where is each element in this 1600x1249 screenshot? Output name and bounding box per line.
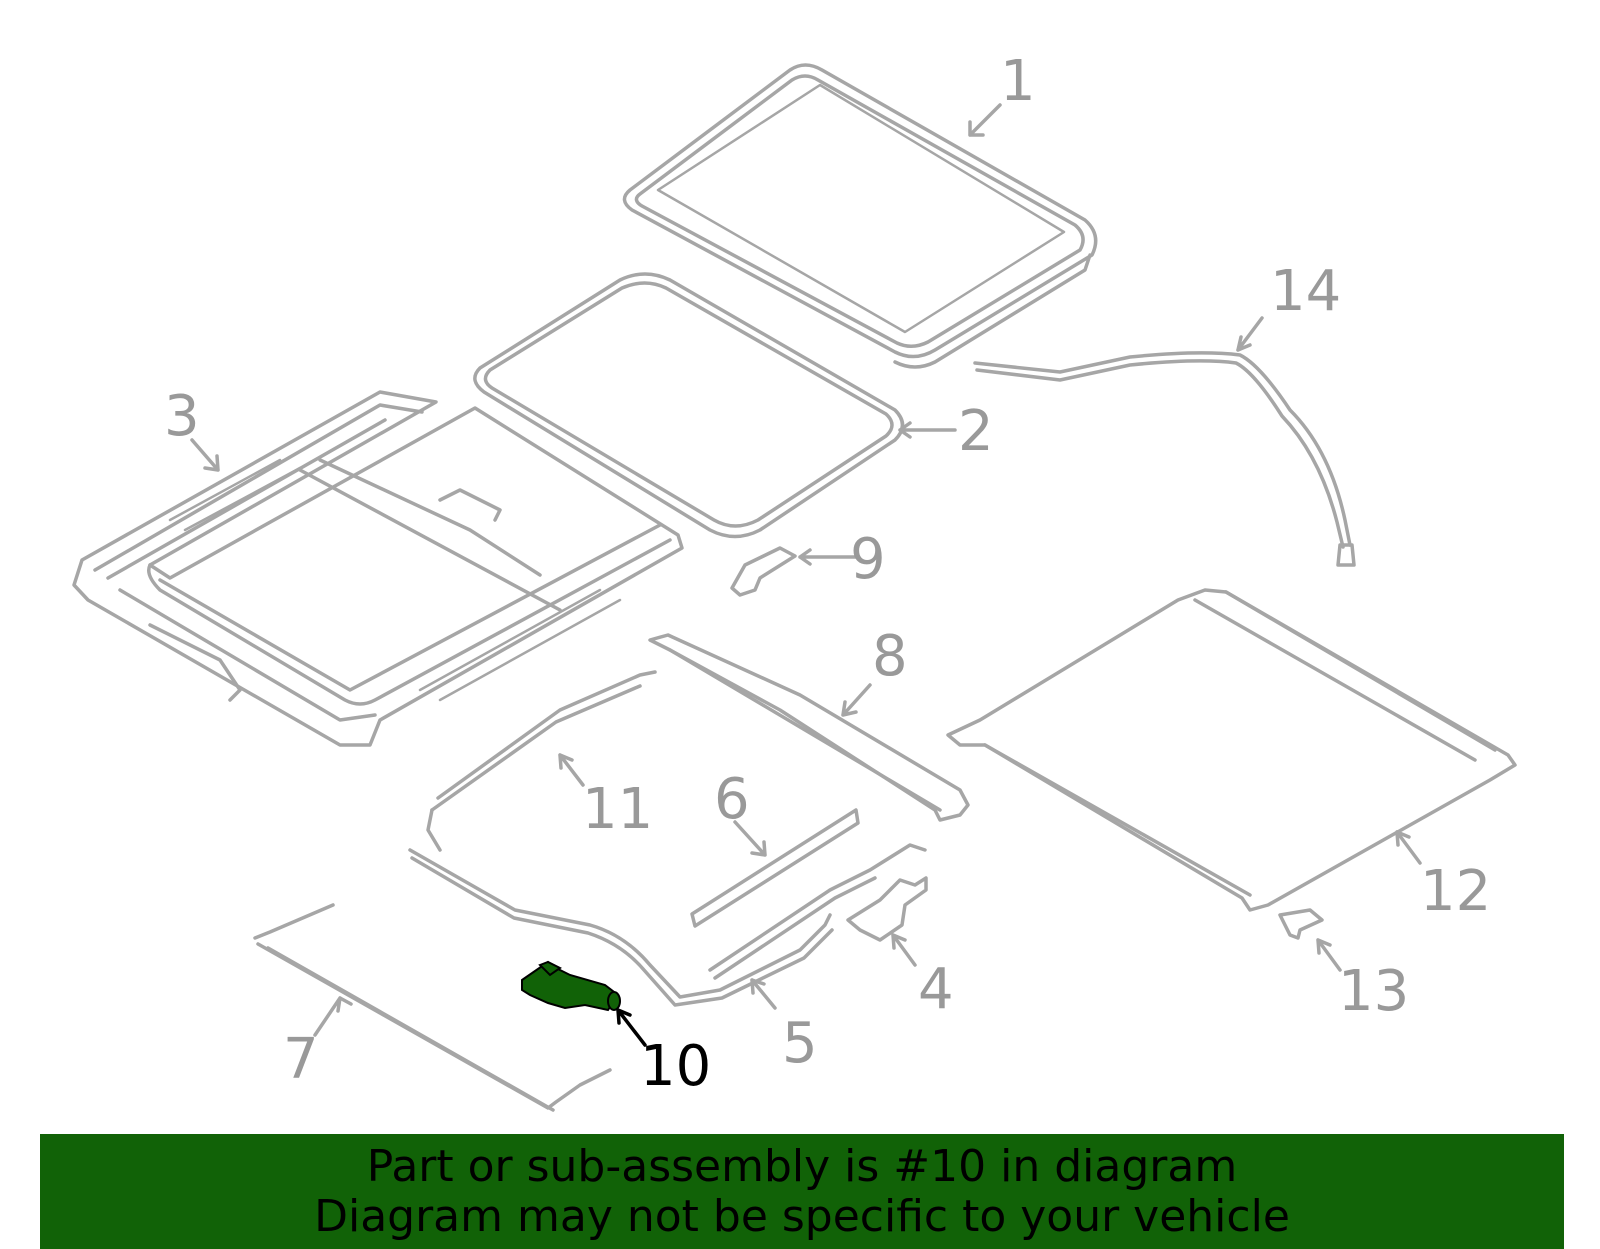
callout-14: 14 (1270, 259, 1341, 324)
part-12-sunshade (946, 588, 1517, 912)
part-2-seal (473, 272, 905, 539)
callout-5: 5 (782, 1011, 818, 1076)
banner-line-disclaimer: Diagram may not be specific to your vehi… (314, 1191, 1290, 1242)
part-info-banner: Part or sub-assembly is #10 in diagram D… (40, 1134, 1564, 1249)
part-8-rail (648, 633, 970, 822)
part-6-deflector-strip (690, 808, 860, 928)
part-4-bracket (846, 876, 928, 942)
callout-9: 9 (850, 527, 886, 592)
part-1-glass-panel (622, 63, 1098, 369)
callout-13: 13 (1338, 959, 1409, 1024)
banner-line-part: Part or sub-assembly is #10 in diagram (366, 1141, 1238, 1192)
callout-10: 10 (640, 1034, 711, 1099)
callout-labels: 1 2 3 4 5 6 7 8 9 10 11 12 13 14 (164, 49, 1491, 1099)
part-5-guide-rail (408, 843, 927, 1007)
part-9-clip (730, 546, 797, 597)
callout-1: 1 (1000, 49, 1036, 114)
callout-3: 3 (164, 384, 200, 449)
callout-11: 11 (582, 777, 653, 842)
callout-4: 4 (918, 957, 954, 1022)
callout-12: 12 (1420, 859, 1491, 924)
callout-6: 6 (714, 767, 750, 832)
part-7-drain-channel (253, 903, 612, 1112)
callout-2: 2 (958, 399, 994, 464)
part-11-cable-guide (426, 670, 657, 852)
part-10-motor (521, 960, 621, 1012)
part-13-clip (1278, 908, 1324, 940)
part-3-frame (72, 390, 684, 747)
callout-7: 7 (283, 1027, 319, 1092)
leader-lines (190, 103, 1422, 1047)
callout-8: 8 (872, 624, 908, 689)
part-14-drain-hose (973, 351, 1356, 567)
